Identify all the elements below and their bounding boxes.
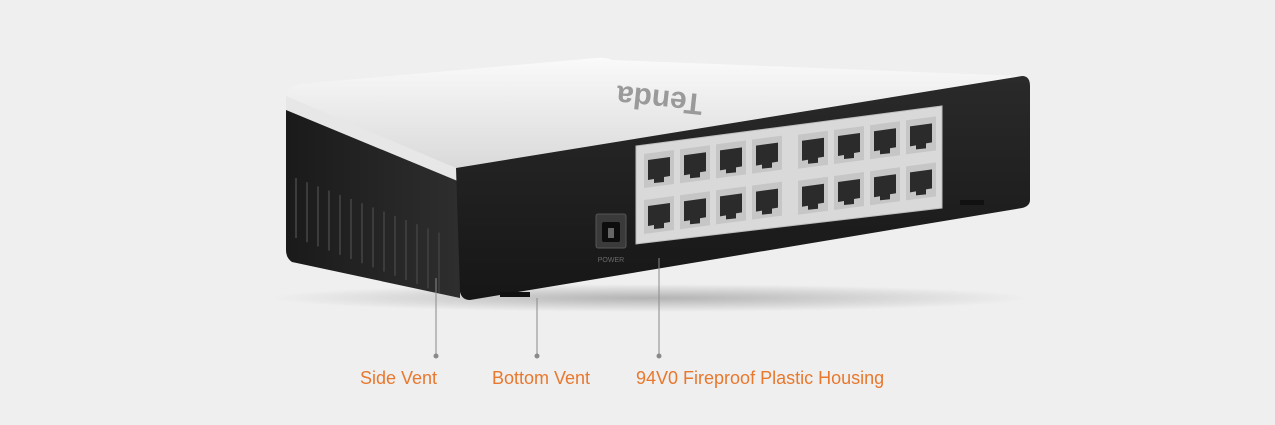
switch-top-cover (286, 57, 1030, 171)
switch-foot (960, 200, 984, 205)
ethernet-port (798, 130, 828, 169)
power-jack-label: POWER (598, 257, 624, 264)
ethernet-port (798, 176, 828, 215)
switch-top-side-band (286, 96, 460, 182)
ethernet-port (752, 135, 782, 174)
ethernet-port (870, 121, 900, 160)
callout-label-side-vent: Side Vent (360, 368, 438, 388)
ethernet-port (752, 181, 782, 220)
port-panel (635, 105, 943, 245)
ethernet-port (716, 140, 746, 179)
callout-line-side-vent (433, 278, 439, 359)
ethernet-port (906, 162, 936, 201)
callout-line-bottom-vent (534, 298, 540, 359)
ethernet-port (680, 145, 710, 184)
ethernet-port (716, 186, 746, 225)
ethernet-port (680, 191, 710, 230)
ethernet-port (870, 167, 900, 206)
ethernet-port (906, 116, 936, 155)
callout-label-housing: 94V0 Fireproof Plastic Housing (636, 368, 885, 388)
ethernet-ports (644, 116, 936, 234)
ethernet-port (834, 172, 864, 210)
switch-foot (500, 292, 530, 297)
side-vent-slots (295, 178, 440, 293)
ethernet-port (644, 196, 674, 234)
floor-shadow (270, 284, 1030, 312)
ethernet-port (834, 126, 864, 164)
callout-line-housing (656, 258, 662, 359)
ethernet-port (644, 150, 674, 188)
callout-label-bottom-vent: Bottom Vent (492, 368, 591, 388)
power-jack (595, 213, 627, 249)
